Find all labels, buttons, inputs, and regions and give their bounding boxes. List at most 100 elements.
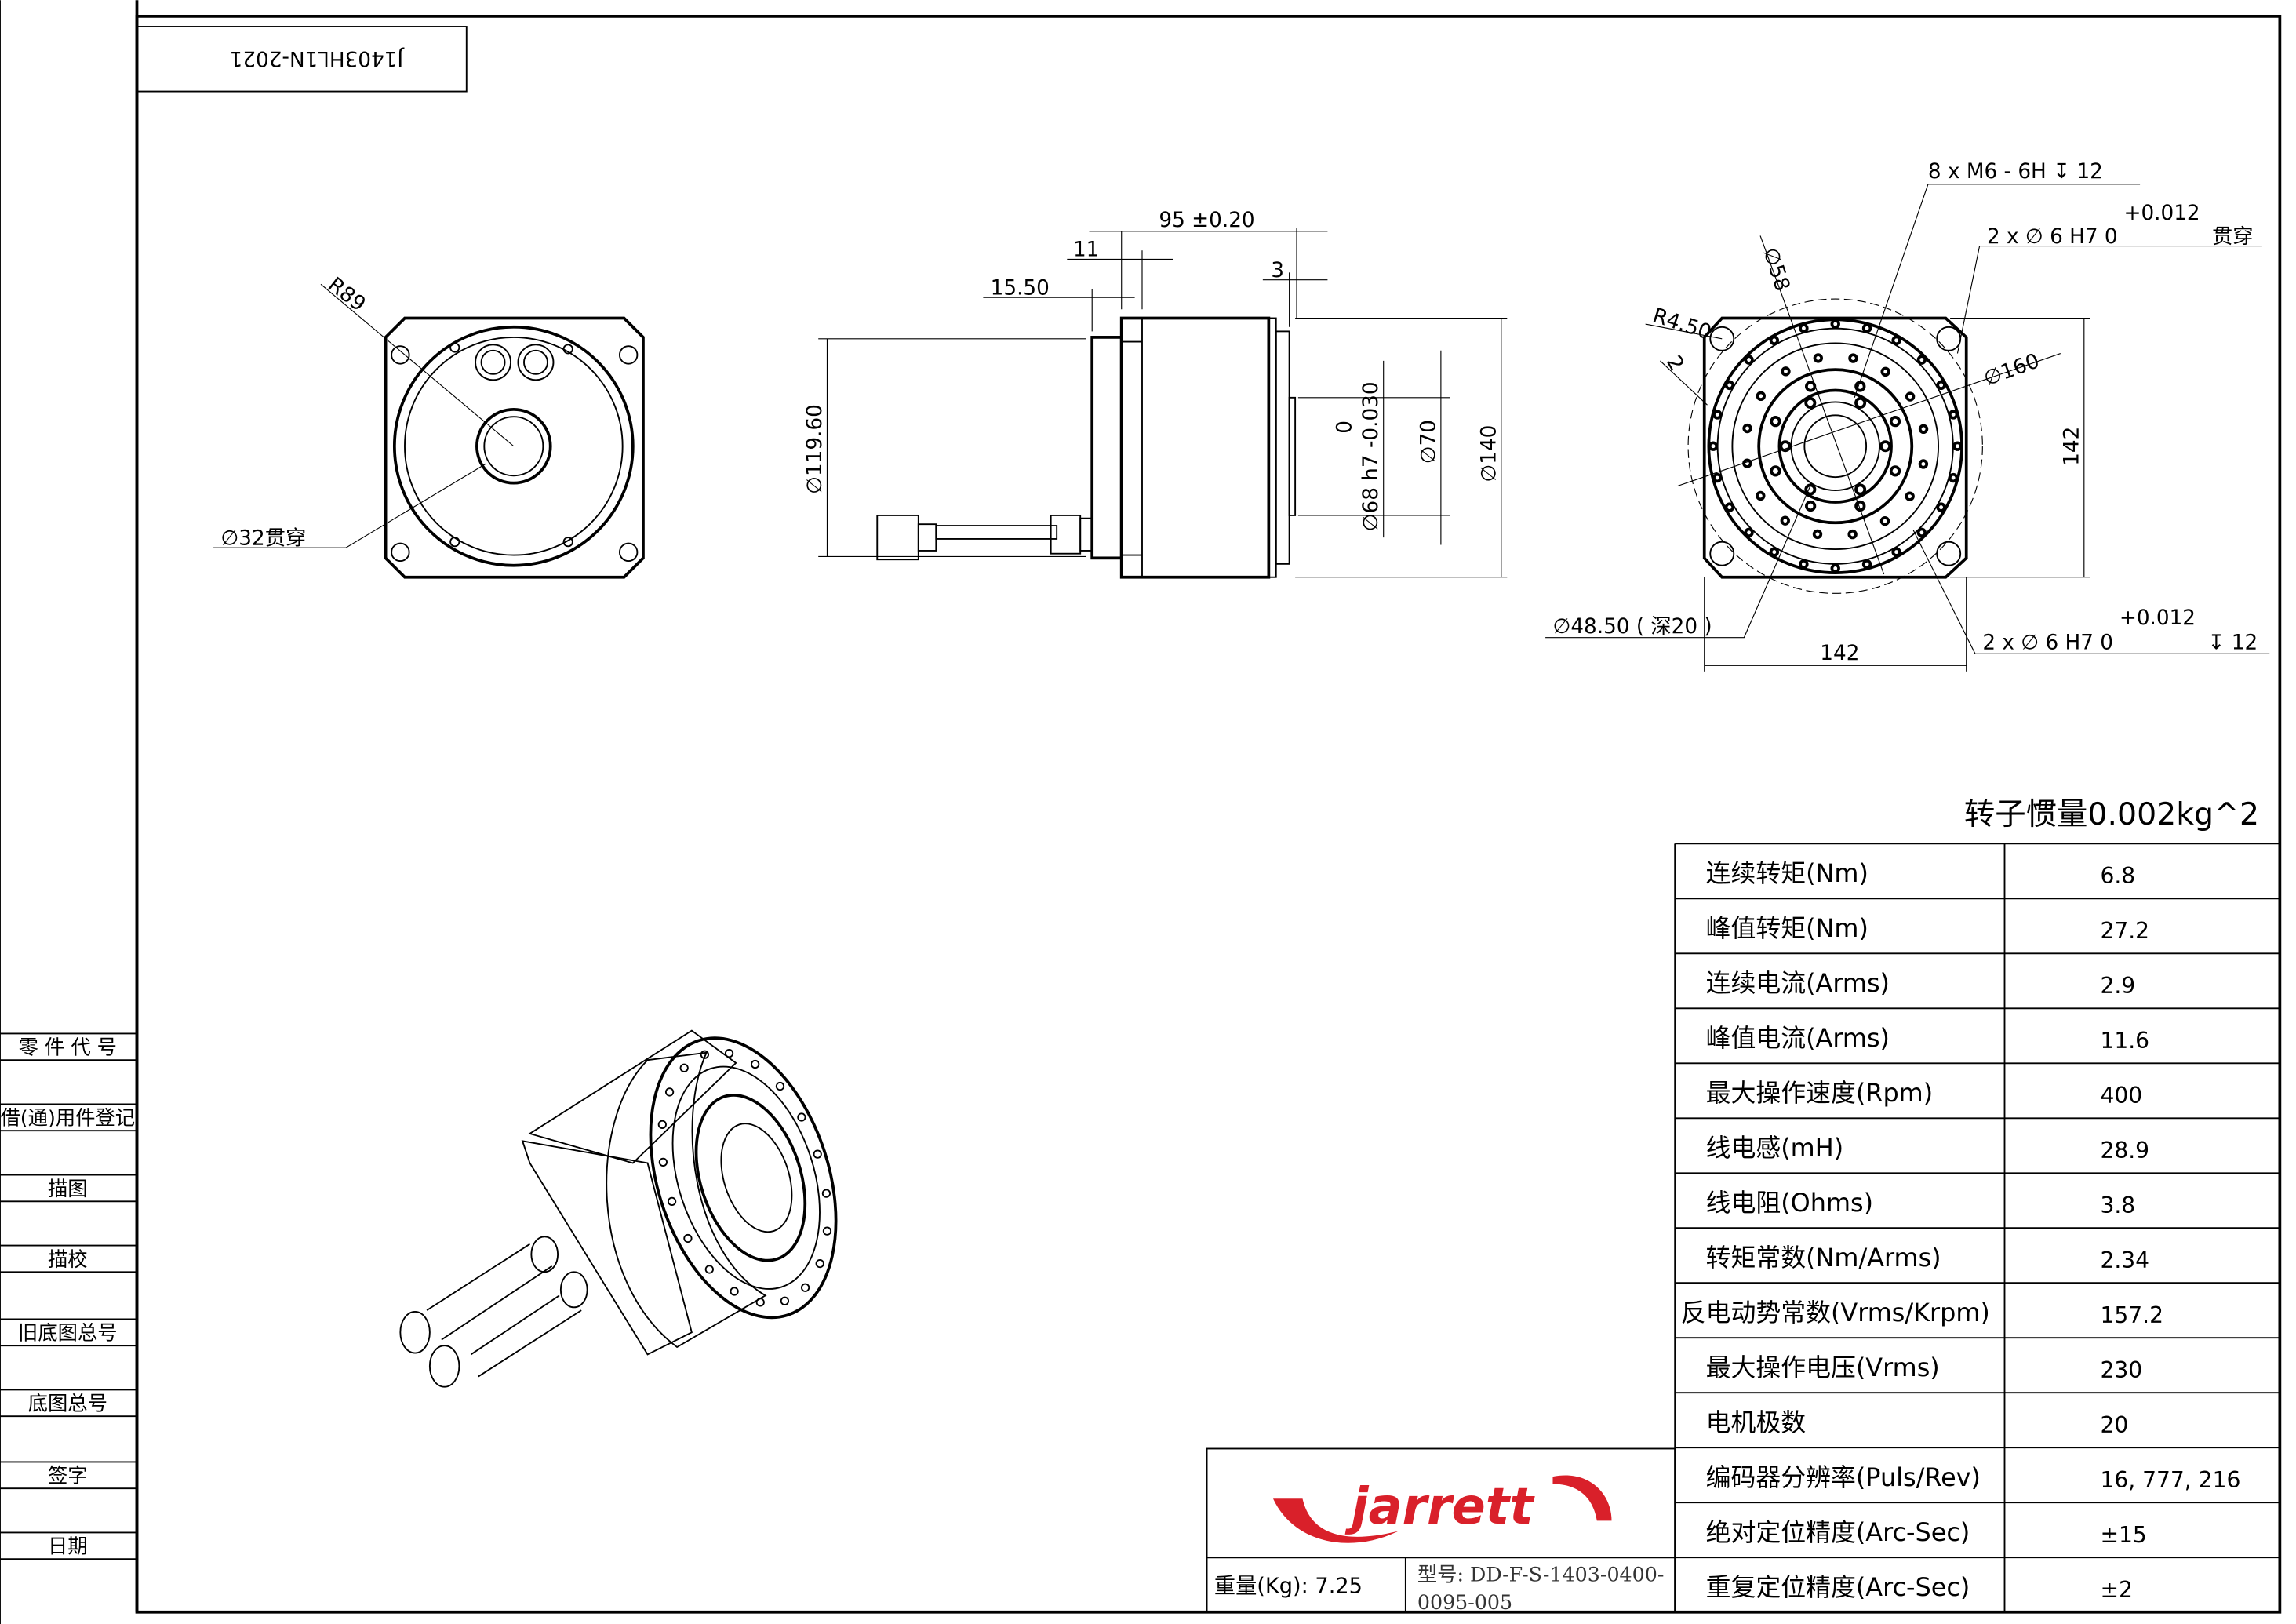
iso-bolt-hole bbox=[679, 1063, 689, 1072]
spec-label: 最大操作速度(Rpm) bbox=[1706, 1078, 1934, 1108]
pin-bottom-callout: 2 x ∅ 6 H7 0 bbox=[1982, 632, 2113, 655]
spec-row: 线电阻(Ohms)3.8 bbox=[1706, 1188, 2136, 1218]
spec-value: 16, 777, 216 bbox=[2100, 1467, 2240, 1493]
front-bore-outer bbox=[475, 407, 552, 485]
spec-label: 电机极数 bbox=[1706, 1407, 1807, 1437]
pin-bottom-depth: ↧ 12 bbox=[2207, 632, 2258, 655]
logo-text: jarrett bbox=[1344, 1478, 1536, 1536]
d3-dim: 3 bbox=[1271, 259, 1284, 282]
spec-row: 峰值转矩(Nm)27.2 bbox=[1706, 913, 2149, 944]
iso-body bbox=[606, 1051, 767, 1349]
bolt-hole bbox=[1936, 502, 1946, 512]
bolt-hole bbox=[1936, 380, 1946, 391]
small-hole bbox=[449, 342, 460, 353]
rear-cover bbox=[1090, 336, 1123, 560]
rear-view: ∅58 R4.50 2 ∅160 142 142 8 x M6 - 6H ↧ 1… bbox=[1545, 160, 2270, 672]
strip-label: 借(通)用件登记 bbox=[0, 1106, 135, 1130]
spec-value: ±15 bbox=[2100, 1522, 2146, 1548]
iso-bolt-hole bbox=[815, 1258, 824, 1269]
corner-hole bbox=[1936, 541, 1962, 566]
thread-callout: 8 x M6 - 6H ↧ 12 bbox=[1928, 160, 2103, 184]
bolt-hole bbox=[1905, 391, 1916, 402]
bolt-hole bbox=[1889, 465, 1901, 477]
spec-table: 连续转矩(Nm) 6.8 峰值转矩(Nm)27.2 连续电流(Arms) 2.9 峰值电流… bbox=[1674, 843, 2280, 1612]
iso-bolt-hole bbox=[822, 1226, 832, 1236]
bolt-hole bbox=[1830, 563, 1840, 573]
chamfer-dim: 2 bbox=[1661, 351, 1688, 374]
spec-row: 编码器分辨率(Puls/Rev)16, 777, 216 bbox=[1706, 1462, 2241, 1493]
bolt-hole bbox=[1742, 458, 1752, 468]
pin-bottom-tolerance: +0.012 bbox=[2120, 606, 2196, 630]
spec-row: 绝对定位精度(Arc-Sec)±15 bbox=[1706, 1517, 2147, 1548]
motor-body bbox=[1119, 316, 1271, 579]
length-dim: 95 ±0.20 bbox=[1159, 209, 1254, 232]
iso-bolt-hole bbox=[658, 1157, 668, 1167]
bolt-hole bbox=[1724, 380, 1735, 391]
r89-leader bbox=[320, 283, 515, 447]
jarrett-logo: jarrett bbox=[1272, 1475, 1612, 1543]
spec-row: 连续转矩(Nm) 6.8 bbox=[1706, 858, 2136, 889]
spec-row: 转矩常数(Nm/Arms)2.34 bbox=[1706, 1243, 2149, 1273]
bolt-hole bbox=[1799, 559, 1809, 570]
bolt-hole bbox=[1805, 381, 1817, 392]
spec-label: 峰值电流(Arms) bbox=[1706, 1023, 1890, 1053]
bolt-hole bbox=[1918, 459, 1929, 469]
iso-bolt-hole bbox=[704, 1265, 714, 1274]
bolt-hole bbox=[1916, 355, 1927, 365]
bolt-hole bbox=[1769, 335, 1780, 346]
bolt-hole bbox=[1879, 515, 1890, 526]
spec-label: 重复定位精度(Arc-Sec) bbox=[1706, 1572, 1970, 1602]
spec-value: 6.8 bbox=[2100, 863, 2135, 889]
bolt-hole bbox=[1952, 441, 1963, 451]
strip-label: 旧底图总号 bbox=[18, 1321, 118, 1345]
connector-hole bbox=[517, 344, 555, 381]
connector-hole-inner bbox=[480, 349, 506, 375]
bolt-hole bbox=[1770, 465, 1781, 477]
pilot-dim: ∅68 h7 -0.030 bbox=[1359, 381, 1383, 531]
bolt-hole bbox=[1948, 472, 1959, 483]
iso-bolt-hole bbox=[797, 1112, 806, 1122]
height-142-dim: 142 bbox=[2060, 427, 2083, 466]
spec-value: 2.9 bbox=[2100, 973, 2135, 999]
iso-flange bbox=[521, 1140, 693, 1356]
bolt-hole bbox=[1756, 490, 1766, 501]
spec-row: 线电感(mH)28.9 bbox=[1706, 1133, 2149, 1163]
spec-value: 27.2 bbox=[2100, 918, 2149, 944]
iso-face bbox=[649, 1036, 838, 1320]
small-hole bbox=[449, 537, 460, 548]
corner-hole bbox=[1709, 541, 1735, 566]
spec-label: 转矩常数(Nm/Arms) bbox=[1706, 1243, 1941, 1273]
spec-label: 线电阻(Ohms) bbox=[1706, 1188, 1873, 1218]
strip-label: 零 件 代 号 bbox=[19, 1036, 117, 1059]
rear-flange-outline bbox=[1702, 316, 1968, 579]
spec-label: 连续转矩(Nm) bbox=[1706, 858, 1868, 888]
dia58-dim: ∅58 bbox=[1758, 245, 1794, 294]
bolt-hole bbox=[1848, 353, 1858, 363]
bolt-hole bbox=[1854, 483, 1867, 496]
bolt-hole bbox=[1879, 440, 1892, 453]
bolt-hole bbox=[1891, 547, 1901, 557]
dia140-dim: ∅140 bbox=[1477, 425, 1501, 482]
bolt-hole bbox=[1779, 440, 1792, 453]
bolt-hole bbox=[1854, 396, 1867, 410]
iso-bolt-hole bbox=[775, 1081, 785, 1091]
side-view: 95 ±0.20 11 15.50 3 ∅119.60 0 ∅68 h7 -0.… bbox=[803, 209, 1508, 579]
d11-dim: 11 bbox=[1073, 239, 1099, 262]
spec-row: 重复定位精度(Arc-Sec)±2 bbox=[1706, 1572, 2133, 1603]
bolt-hole bbox=[1891, 335, 1901, 346]
bolt-hole bbox=[1861, 559, 1872, 570]
iso-cables bbox=[426, 1243, 582, 1378]
bolt-hole bbox=[1799, 323, 1809, 333]
d15-dim: 15.50 bbox=[991, 276, 1050, 300]
drawing-number: J1403HL1N-2021 bbox=[230, 46, 406, 70]
spec-label: 连续电流(Arms) bbox=[1706, 968, 1890, 998]
r89-label: R89 bbox=[323, 273, 369, 316]
bolt-hole bbox=[1724, 502, 1735, 512]
iso-bolt-hole bbox=[780, 1296, 790, 1305]
connector-hole-inner bbox=[523, 349, 548, 375]
spec-row: 连续电流(Arms) 2.9 bbox=[1706, 968, 2136, 999]
bolt-hole bbox=[1805, 500, 1817, 512]
pilot bbox=[1288, 396, 1297, 516]
bolt-hole bbox=[1770, 416, 1781, 428]
bolt-hole bbox=[1804, 396, 1817, 410]
